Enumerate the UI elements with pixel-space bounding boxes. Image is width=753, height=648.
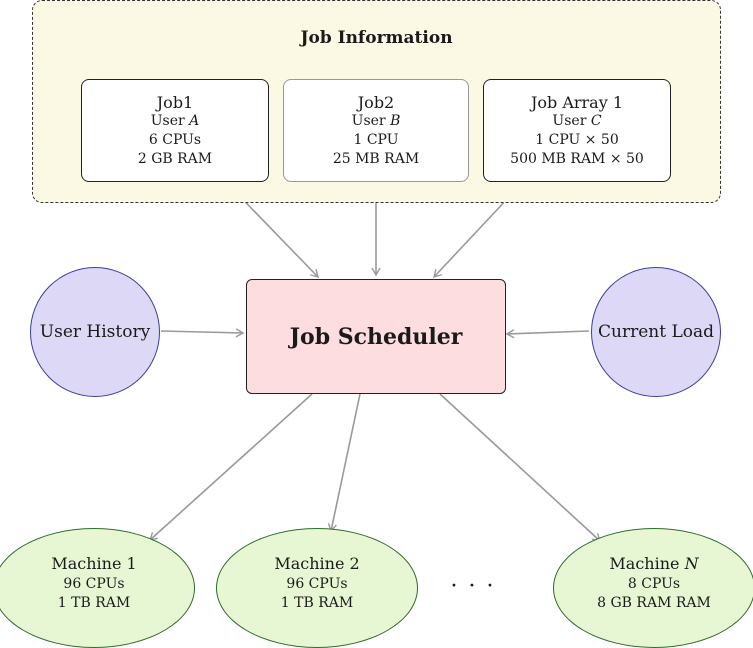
job-user: User B [351, 112, 401, 129]
machine-node-1: Machine 1 96 CPUs 1 TB RAM [0, 528, 195, 648]
machine-cpu: 96 CPUs [63, 576, 125, 592]
arrow-scheduler-to-machine2 [327, 393, 361, 533]
machine-name: Machine 1 [51, 554, 137, 573]
machine-ram: 1 TB RAM [57, 595, 131, 611]
job-card-job2: Job2 User B 1 CPU 25 MB RAM [283, 79, 469, 182]
machine-ram: 8 GB RAM RAM [597, 595, 711, 611]
job-user: User A [150, 112, 200, 129]
job-cpu: 1 CPU × 50 [535, 131, 619, 148]
job-scheduler-node: Job Scheduler [246, 279, 506, 394]
job-card-job1: Job1 User A 6 CPUs 2 GB RAM [81, 79, 269, 182]
job-ram: 2 GB RAM [137, 150, 213, 167]
current-load-node: Current Load [591, 267, 721, 397]
machine-node-n: Machine N 8 CPUs 8 GB RAM RAM [553, 528, 753, 648]
arrow-userhistory-to-scheduler [160, 328, 245, 338]
arrow-scheduler-to-machine1 [148, 393, 313, 541]
job-name: Job2 [357, 92, 395, 112]
job-user: User C [552, 112, 602, 129]
job-cpu: 1 CPU [353, 131, 399, 148]
machine-name: Machine N [609, 554, 699, 573]
machine-ram: 1 TB RAM [280, 595, 354, 611]
current-load-label: Current Load [598, 322, 714, 342]
machine-node-2: Machine 2 96 CPUs 1 TB RAM [216, 528, 418, 648]
user-history-node: User History [30, 267, 160, 397]
job-name: Job Array 1 [530, 92, 624, 112]
machine-name: Machine 2 [274, 554, 360, 573]
arrow-scheduler-to-machineN [439, 393, 602, 542]
job-ram: 500 MB RAM × 50 [510, 150, 644, 167]
job-scheduler-label: Job Scheduler [289, 323, 463, 350]
job-cpu: 6 CPUs [148, 131, 202, 148]
more-machines-ellipsis: · · · [450, 574, 496, 599]
job-ram: 25 MB RAM [332, 150, 420, 167]
job-card-job-array-1: Job Array 1 User C 1 CPU × 50 500 MB RAM… [483, 79, 671, 182]
user-history-label: User History [39, 322, 151, 342]
machine-cpu: 8 CPUs [627, 576, 681, 592]
job-name: Job1 [156, 92, 194, 112]
job-information-title: Job Information [300, 28, 453, 48]
machine-cpu: 96 CPUs [286, 576, 348, 592]
arrow-currentload-to-scheduler [505, 329, 590, 339]
